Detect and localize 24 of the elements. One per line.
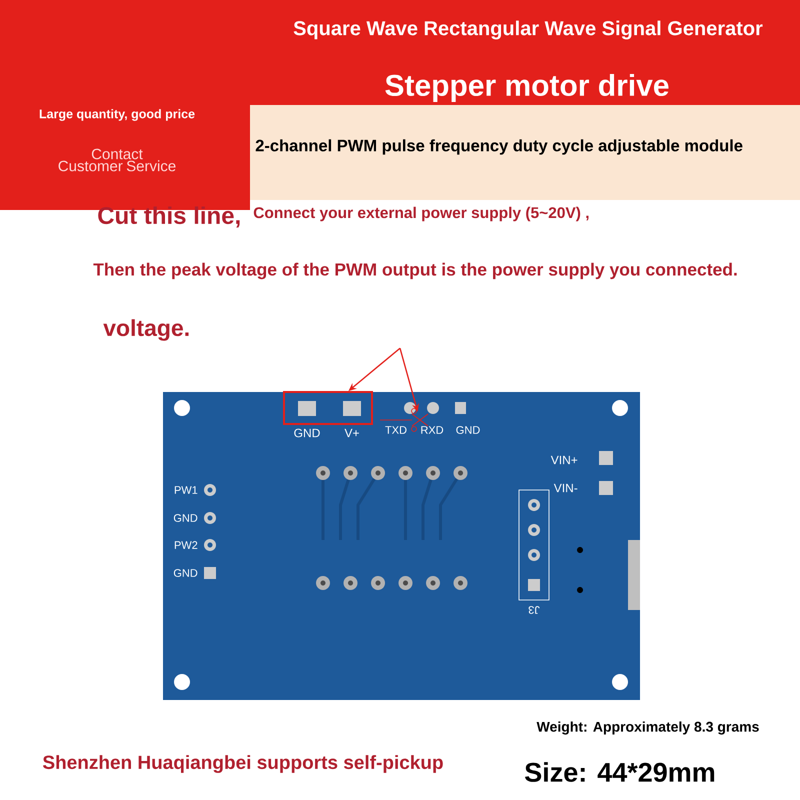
pin-label: TXD — [385, 426, 406, 434]
pin-label: GND — [174, 569, 198, 577]
pin-label: RXD — [421, 426, 444, 434]
pin-label: VIN+ — [550, 456, 578, 464]
instruction-text: Then the peak voltage of the PWM output is the power supply you connected. — [93, 262, 737, 280]
instruction-text: Cut this line, — [98, 206, 240, 228]
connector-label: J3 — [528, 606, 540, 614]
subheading: Stepper motor drive — [385, 74, 668, 102]
pin-label: PW2 — [174, 541, 198, 549]
pin-label: VIN- — [554, 484, 578, 492]
pin-label: GND — [174, 514, 198, 522]
pin-label: V+ — [344, 428, 359, 438]
heading: Square Wave Rectangular Wave Signal Generator — [294, 20, 763, 40]
pickup-note: Shenzhen Huaqiangbei supports self-pickup — [42, 755, 443, 773]
module-description: 2-channel PWM pulse frequency duty cycle adjustable module — [256, 139, 742, 155]
weight-note: Weight: Approximately 8.3 grams — [536, 721, 759, 735]
pin-label: PW1 — [174, 486, 198, 494]
pin-label: GND — [456, 426, 480, 434]
highlight-box — [283, 391, 373, 425]
service-link: Contact Customer Service — [58, 148, 176, 172]
instruction-text: voltage. — [103, 319, 189, 341]
tagline: Large quantity, good price — [40, 109, 195, 121]
instruction-text: Connect your external power supply (5~20V) , — [254, 206, 588, 222]
size-note: Size: 44*29mm — [525, 762, 714, 782]
